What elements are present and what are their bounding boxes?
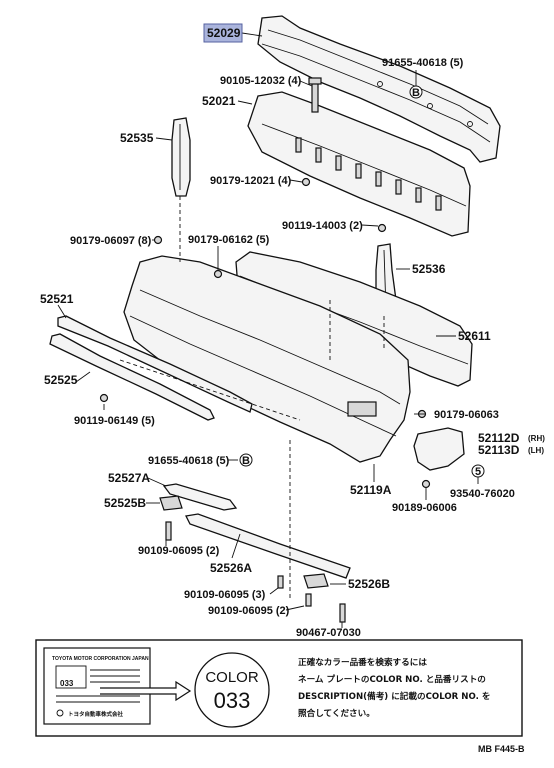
part-52527A-bracket	[162, 483, 238, 511]
label-52525[interactable]: 52525	[44, 373, 78, 387]
part-52521-molding	[57, 315, 253, 413]
part-52112D-side-cover	[413, 427, 465, 471]
label-52535[interactable]: 52535	[120, 131, 154, 145]
label-52112D-side: (RH)	[528, 434, 545, 443]
ref-marker-b-mid: B	[239, 453, 253, 467]
svg-text:B: B	[412, 87, 420, 99]
label-52536[interactable]: 52536	[412, 262, 446, 276]
label-90109-b[interactable]: 90109-06095 (3)	[184, 589, 266, 601]
label-52119A[interactable]: 52119A	[350, 483, 392, 497]
label-90119-14003[interactable]: 90119-14003 (2)	[282, 220, 363, 232]
part-52526B-plate	[303, 573, 329, 589]
color-notice-box: TOYOTA MOTOR CORPORATION JAPAN 033 トヨタ自動…	[35, 639, 523, 737]
label-52526A[interactable]: 52526A	[210, 561, 252, 575]
label-90119-06149[interactable]: 90119-06149 (5)	[74, 415, 155, 427]
label-52526B[interactable]: 52526B	[348, 577, 390, 591]
svg-text:ネーム プレートのCOLOR NO. と品番リストの: ネーム プレートのCOLOR NO. と品番リストの	[298, 673, 486, 685]
label-52112D[interactable]: 52112D	[478, 431, 520, 445]
label-90179-06162[interactable]: 90179-06162 (5)	[188, 234, 270, 246]
leader-lines	[57, 32, 479, 628]
label-91655-top[interactable]: 91655-40618 (5)	[382, 57, 464, 69]
color-code: 033	[214, 688, 251, 713]
label-93540[interactable]: 93540-76020	[450, 488, 515, 500]
color-instructions: 正確なカラー品番を検索するには ネーム プレートのCOLOR NO. と品番リス…	[298, 656, 490, 719]
ref-marker-b-top: B	[409, 85, 423, 99]
label-52611[interactable]: 52611	[458, 329, 491, 343]
color-badge: COLOR 033	[194, 652, 270, 728]
color-word: COLOR	[205, 669, 259, 686]
arrow-icon	[100, 680, 192, 702]
label-52029[interactable]: 52029	[207, 26, 241, 40]
label-52525B[interactable]: 52525B	[104, 496, 146, 510]
absorber-slots	[295, 137, 442, 211]
label-90189[interactable]: 90189-06006	[392, 502, 457, 514]
figure-code: MB F445-B	[478, 744, 525, 754]
label-90467[interactable]: 90467-07030	[296, 627, 361, 639]
svg-text:B: B	[242, 455, 250, 467]
svg-text:TOYOTA MOTOR CORPORATION JAPAN: TOYOTA MOTOR CORPORATION JAPAN	[52, 656, 149, 662]
ref-marker-5: 5	[471, 464, 485, 478]
part-52535-bracket	[171, 117, 191, 197]
label-52527A[interactable]: 52527A	[108, 471, 150, 485]
alignment-lines	[119, 196, 385, 600]
part-52525B-plate	[159, 495, 183, 511]
svg-text:照合してください。: 照合してください。	[298, 707, 375, 719]
svg-text:5: 5	[475, 466, 481, 478]
label-90179-06097[interactable]: 90179-06097 (8)	[70, 235, 152, 247]
svg-text:トヨタ自動車株式会社: トヨタ自動車株式会社	[68, 710, 124, 718]
label-52113D[interactable]: 52113D	[478, 443, 520, 457]
label-90105[interactable]: 90105-12032 (4)	[220, 75, 302, 87]
plate-color-code: 033	[60, 679, 74, 688]
label-90179-06063[interactable]: 90179-06063	[434, 409, 499, 421]
bolt-90105	[308, 77, 322, 113]
svg-text:正確なカラー品番を検索するには: 正確なカラー品番を検索するには	[298, 656, 427, 668]
name-plate: TOYOTA MOTOR CORPORATION JAPAN 033 トヨタ自動…	[43, 647, 151, 725]
label-90109-c[interactable]: 90109-06095 (2)	[208, 605, 290, 617]
part-52119A-bumper-cover	[123, 255, 411, 463]
label-90109-a[interactable]: 90109-06095 (2)	[138, 545, 220, 557]
highlight-box	[203, 23, 243, 43]
label-52521[interactable]: 52521	[40, 292, 74, 306]
label-52021[interactable]: 52021	[202, 94, 236, 108]
label-90179-12021[interactable]: 90179-12021 (4)	[210, 175, 292, 187]
label-91655-mid[interactable]: 91655-40618 (5)	[148, 455, 230, 467]
part-labels: 52029 91655-40618 (5) 90105-12032 (4) 52…	[40, 26, 545, 639]
part-52526A-bracket	[185, 513, 351, 579]
label-52113D-side: (LH)	[528, 446, 544, 455]
part-52021-energy-absorber	[247, 91, 471, 237]
svg-text:DESCRIPTION(備考) に記載のCOLOR NO.: DESCRIPTION(備考) に記載のCOLOR NO. を	[298, 690, 490, 702]
part-52525-molding	[49, 333, 215, 421]
